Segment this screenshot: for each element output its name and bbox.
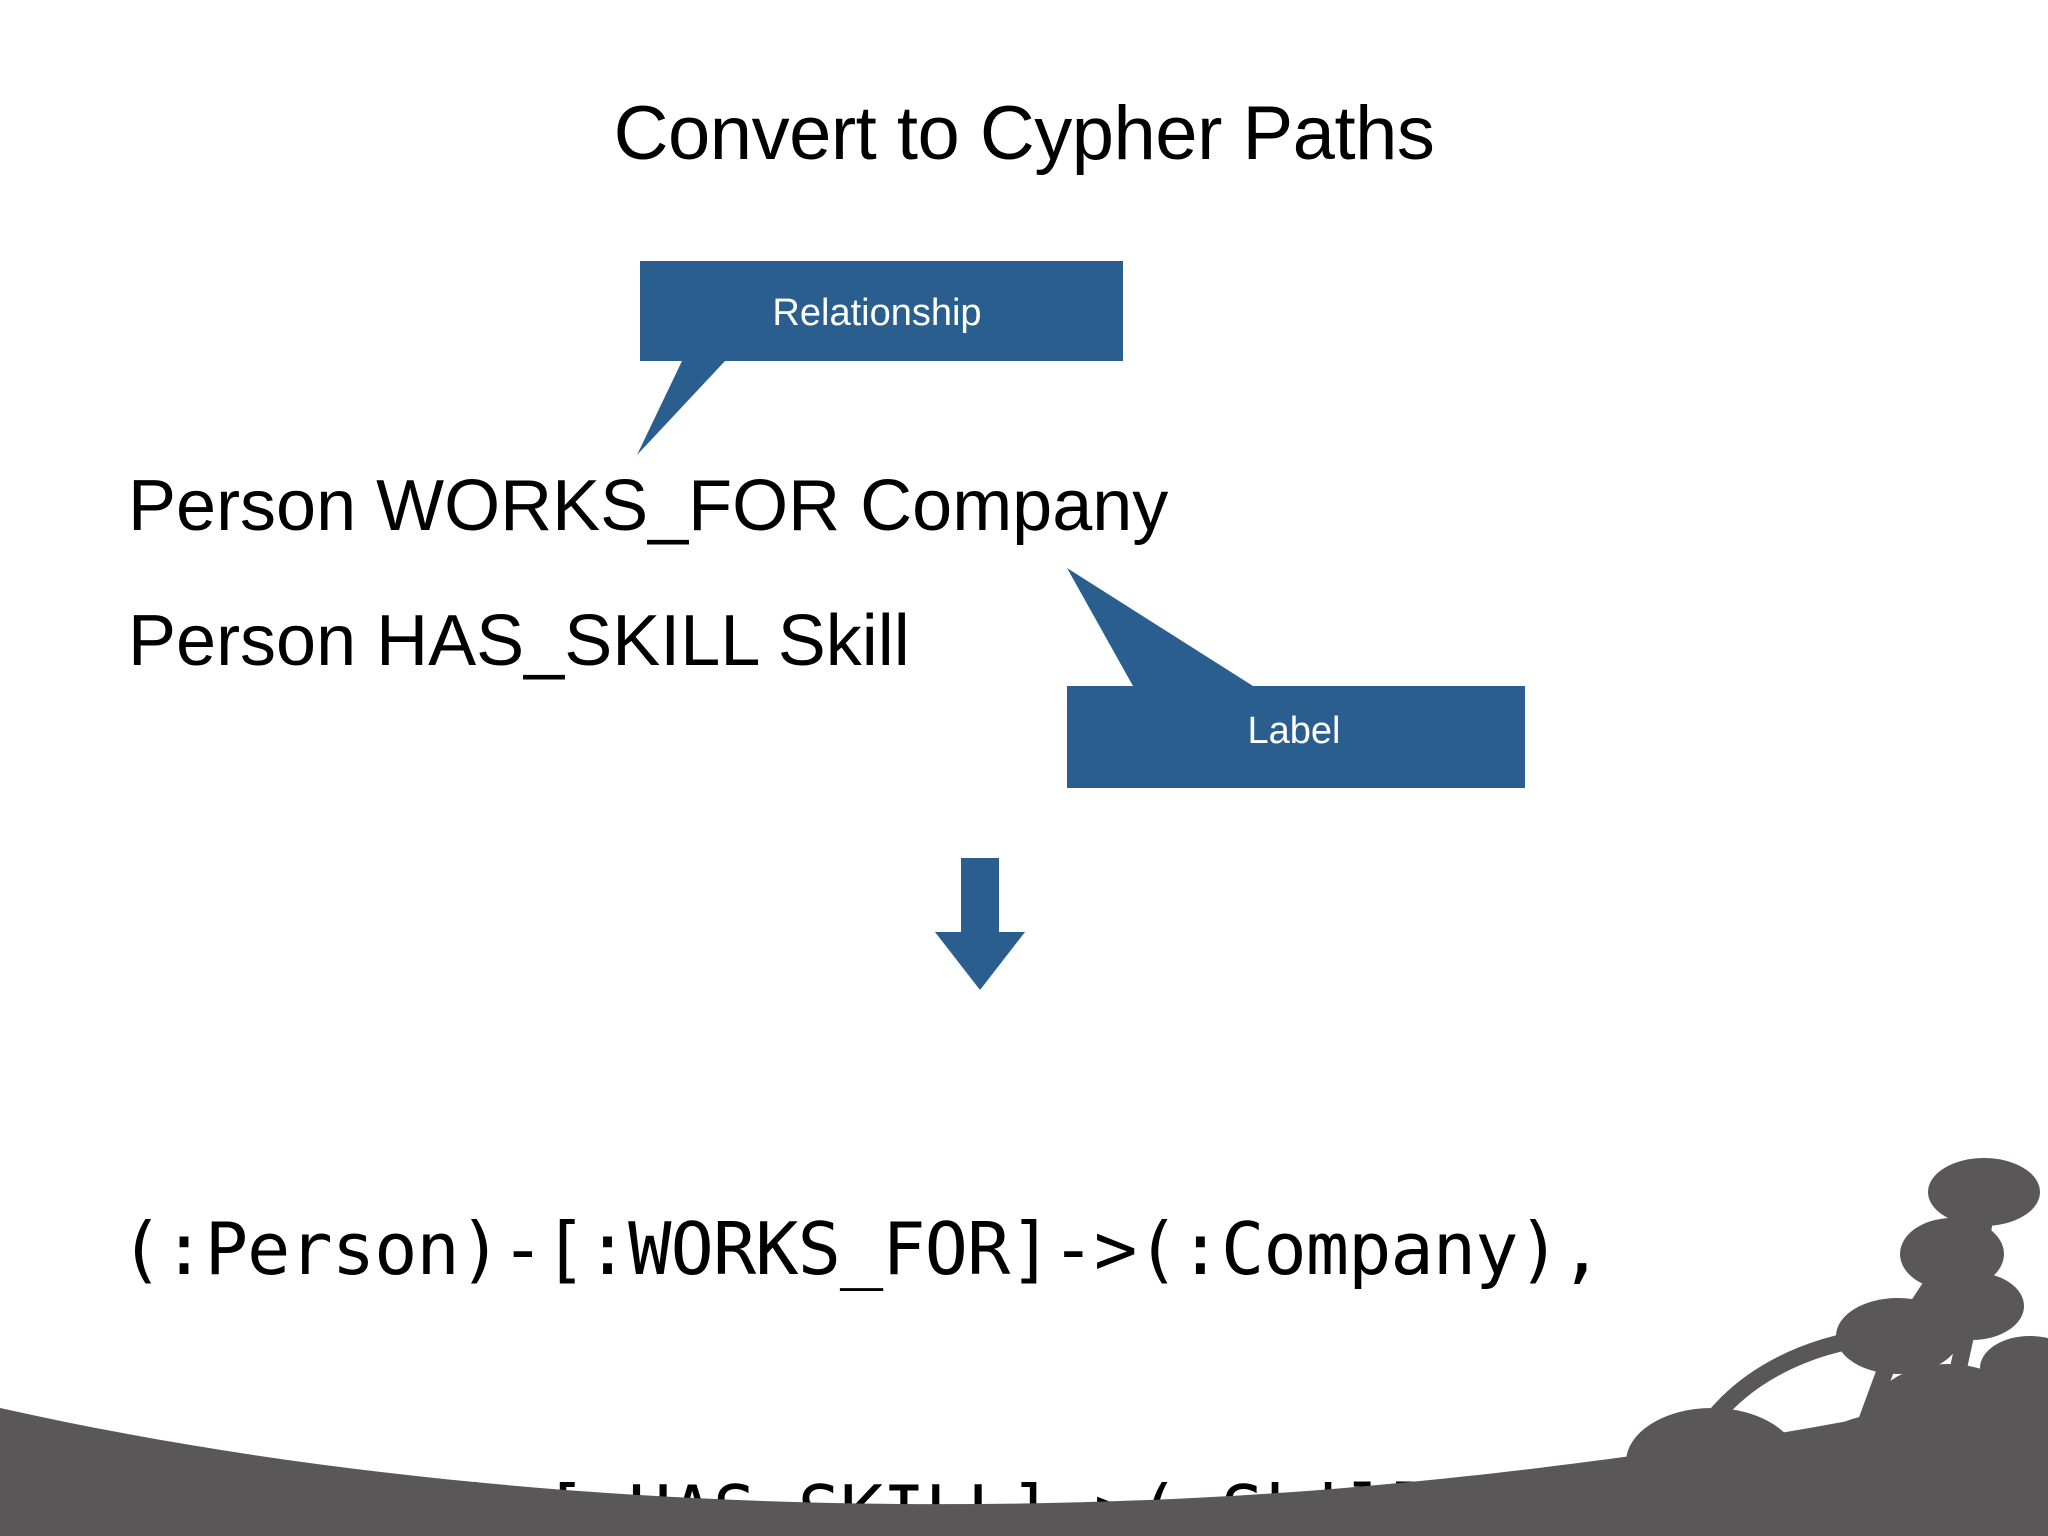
page-title: Convert to Cypher Paths — [613, 91, 1435, 176]
cypher-line-1: (:Person)-[:WORKS_FOR]->(:Company), — [120, 1206, 1603, 1291]
down-arrow-icon — [930, 858, 1030, 992]
callout-label: Label — [1063, 568, 1533, 790]
callout-label-label: Label — [1247, 710, 1341, 752]
statement-line-1: Person WORKS_FOR Company — [128, 466, 1169, 546]
callout-relationship-label: Relationship — [772, 292, 982, 334]
callout-relationship-shape — [637, 261, 1123, 455]
callout-relationship: Relationship — [637, 258, 1127, 458]
cypher-code-block: (:Person)-[:WORKS_FOR]->(:Company), (:Pe… — [120, 1030, 1603, 1536]
callout-label-shape — [1067, 568, 1525, 788]
cypher-line-2: (:Person)-[:HAS_SKILL]->(:Skill) — [120, 1470, 1476, 1536]
statement-line-2: Person HAS_SKILL Skill — [128, 601, 910, 681]
